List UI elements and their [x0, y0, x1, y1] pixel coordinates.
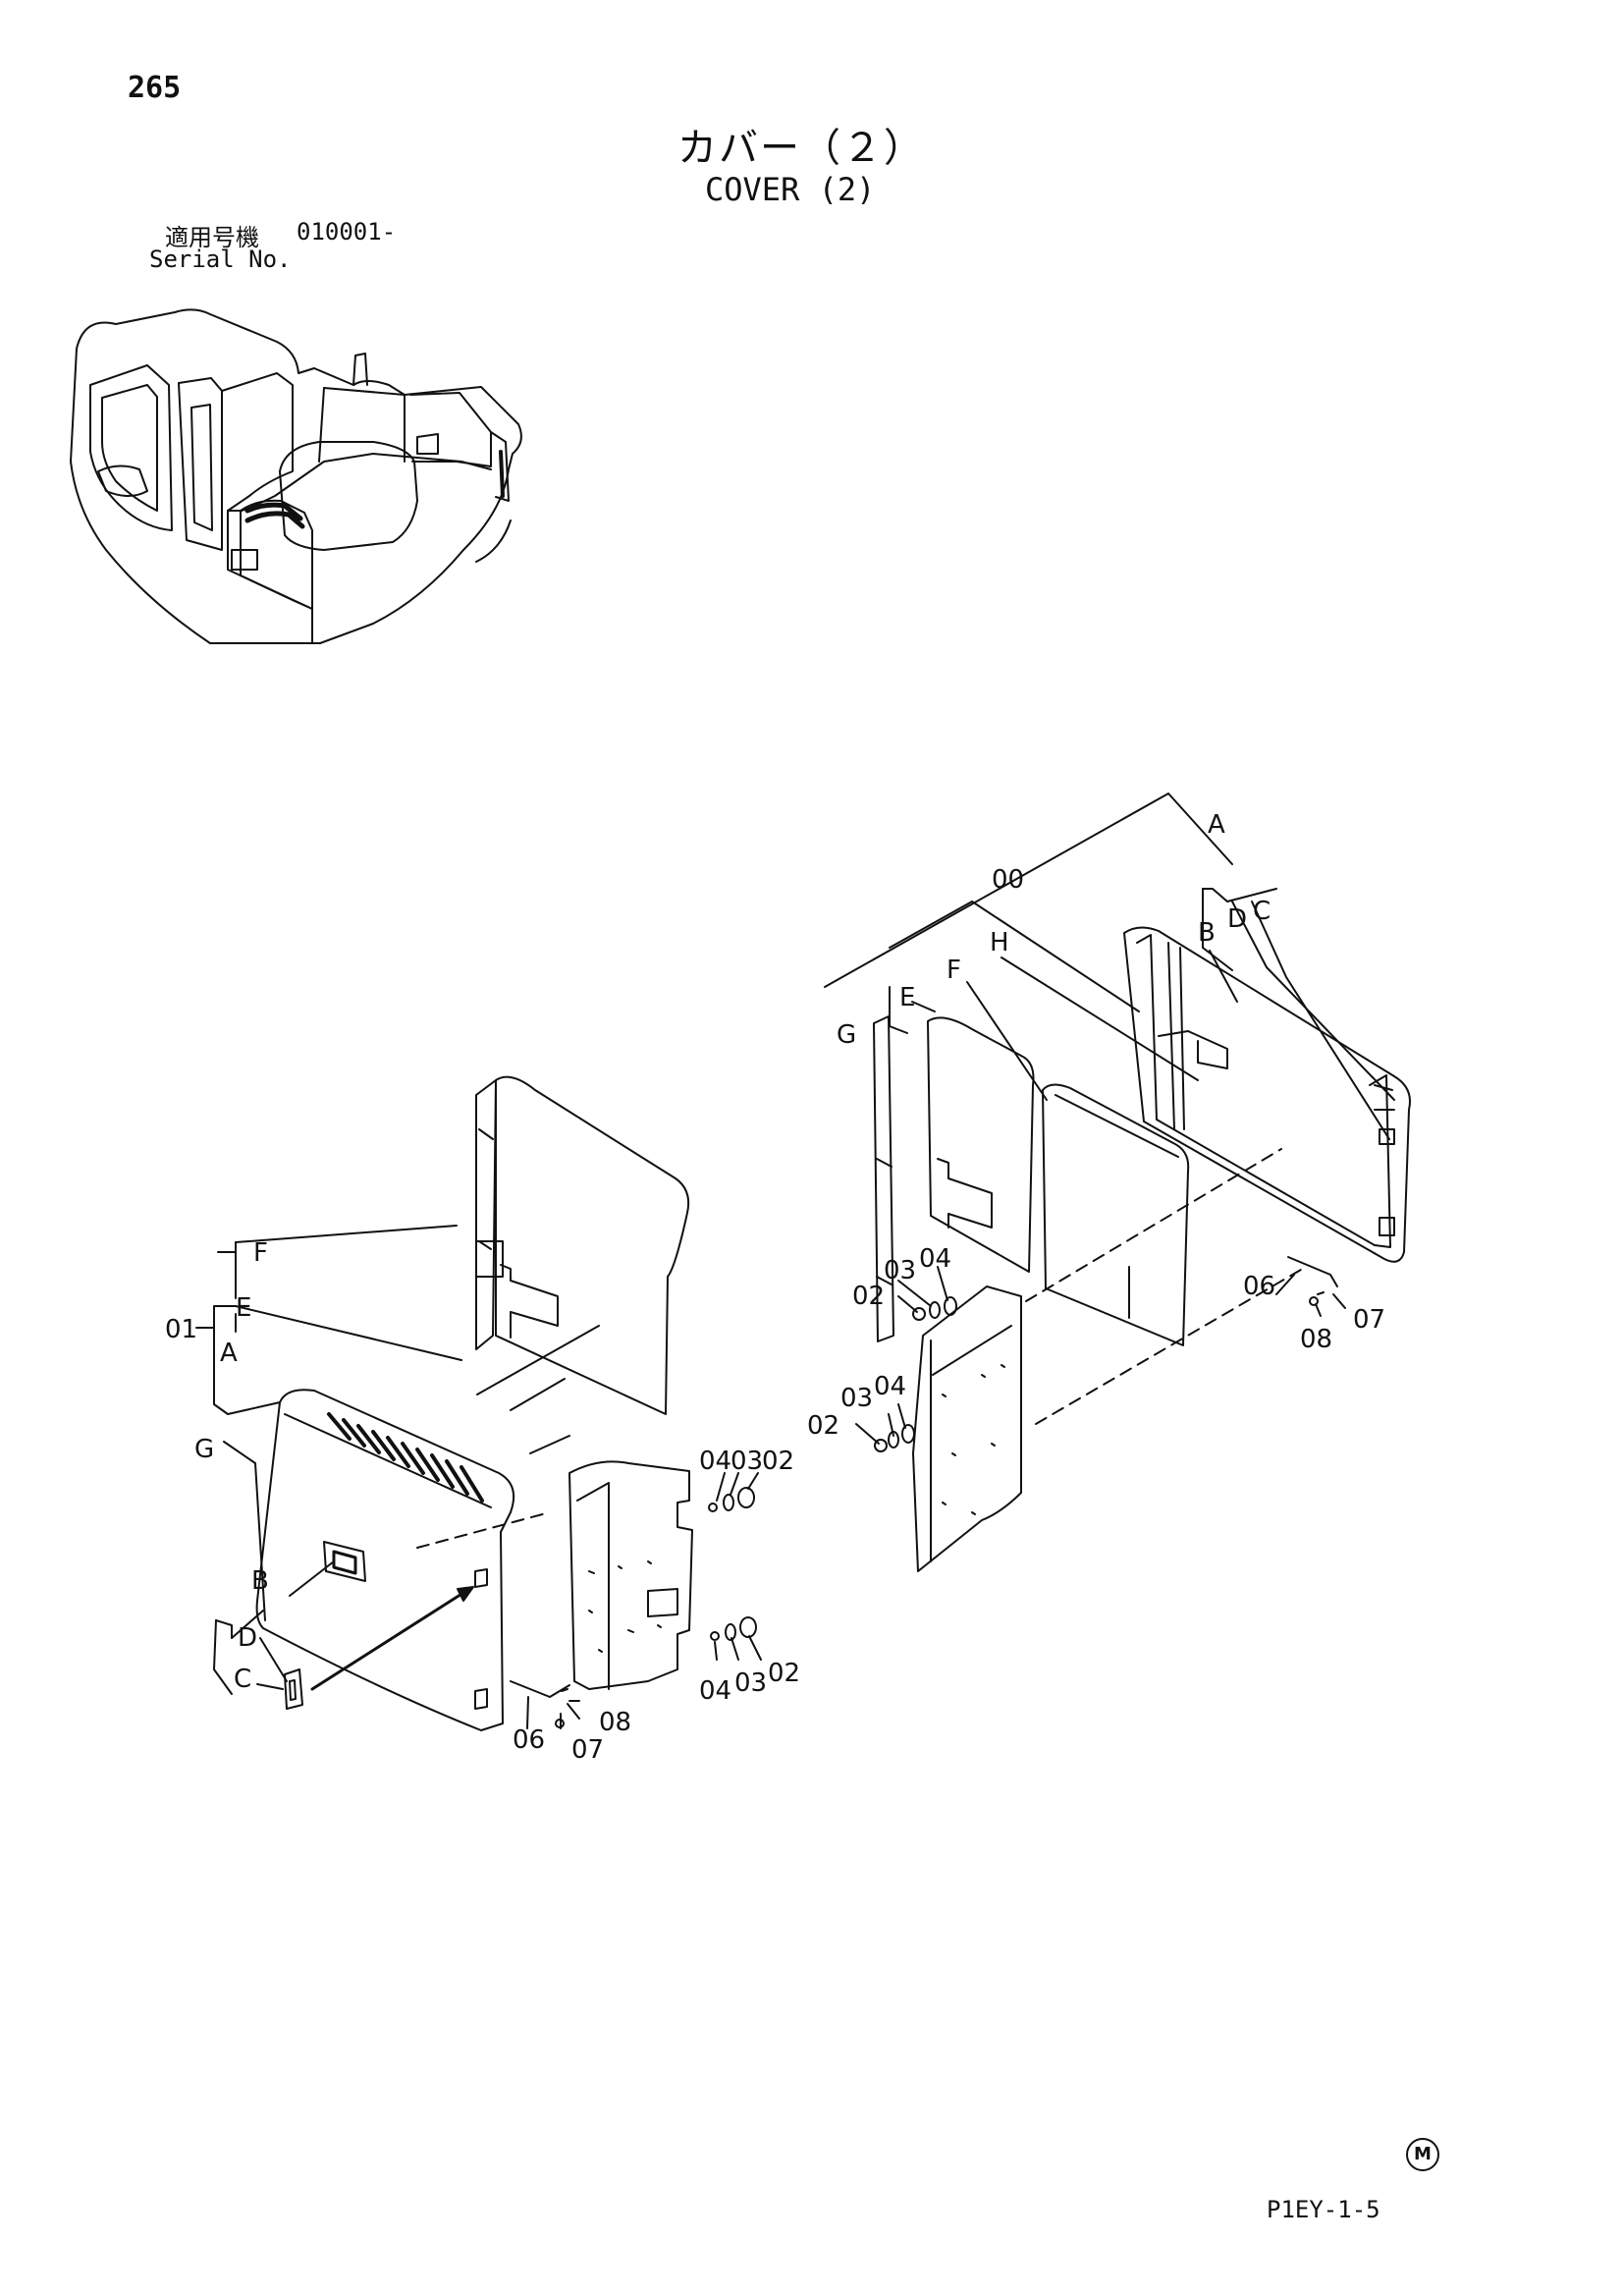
callout-left-02a: 02 — [762, 1447, 794, 1476]
callout-right-04b: 04 — [874, 1372, 906, 1401]
right-callouts: 00 A B D C H F E G 03 04 02 03 04 02 06 … — [807, 810, 1385, 1441]
serial-number-value: 010001- — [297, 218, 397, 246]
callout-00: 00 — [992, 865, 1024, 895]
callout-left-08: 08 — [599, 1708, 631, 1737]
right-assembly-drawing — [824, 793, 1411, 1572]
callout-left-B: B — [251, 1566, 269, 1596]
callout-left-03b: 03 — [734, 1668, 767, 1698]
callout-left-E: E — [236, 1293, 251, 1323]
page-number: 265 — [128, 71, 182, 105]
callout-left-C: C — [234, 1665, 251, 1694]
callout-right-B: B — [1198, 918, 1216, 948]
callout-right-E: E — [899, 983, 915, 1012]
callout-right-02b: 02 — [807, 1411, 839, 1441]
callout-left-G: G — [194, 1435, 214, 1464]
callout-left-06: 06 — [513, 1725, 545, 1755]
callout-left-03a: 03 — [730, 1447, 763, 1476]
serial-label-english: Serial No. — [149, 246, 292, 273]
left-callouts: 01 A E F G B D C 04 03 02 04 03 02 06 07… — [165, 1238, 800, 1765]
callout-right-08: 08 — [1300, 1325, 1332, 1354]
callout-right-C: C — [1253, 897, 1271, 926]
manufacturer-mark-icon: M — [1406, 2138, 1439, 2171]
left-assembly-drawing — [195, 1075, 762, 1731]
callout-right-A: A — [1208, 810, 1225, 840]
callout-right-G: G — [837, 1020, 856, 1050]
serial-label-japanese: 適用号機 — [165, 224, 259, 251]
figure-code: P1EY-1-5 — [1267, 2196, 1380, 2223]
callout-right-H: H — [990, 928, 1009, 957]
callout-left-04a: 04 — [699, 1447, 731, 1476]
title-japanese: カバー（２） — [677, 126, 925, 171]
machine-overview-illustration — [70, 308, 522, 644]
callout-01: 01 — [165, 1315, 197, 1344]
callout-right-02a: 02 — [852, 1282, 885, 1311]
callout-right-07: 07 — [1353, 1305, 1385, 1335]
callout-left-07: 07 — [571, 1735, 604, 1765]
callout-left-04b: 04 — [699, 1676, 731, 1706]
callout-right-04a: 04 — [919, 1244, 951, 1274]
callout-left-02b: 02 — [768, 1659, 800, 1688]
callout-left-A: A — [220, 1339, 238, 1368]
callout-right-03b: 03 — [840, 1384, 873, 1413]
callout-right-06: 06 — [1243, 1272, 1275, 1301]
callout-right-03a: 03 — [884, 1256, 916, 1285]
title-english: COVER (2) — [705, 171, 876, 208]
callout-right-F: F — [947, 956, 961, 985]
callout-left-F: F — [253, 1238, 268, 1268]
callout-right-D: D — [1227, 904, 1247, 934]
callout-left-D: D — [238, 1623, 257, 1653]
